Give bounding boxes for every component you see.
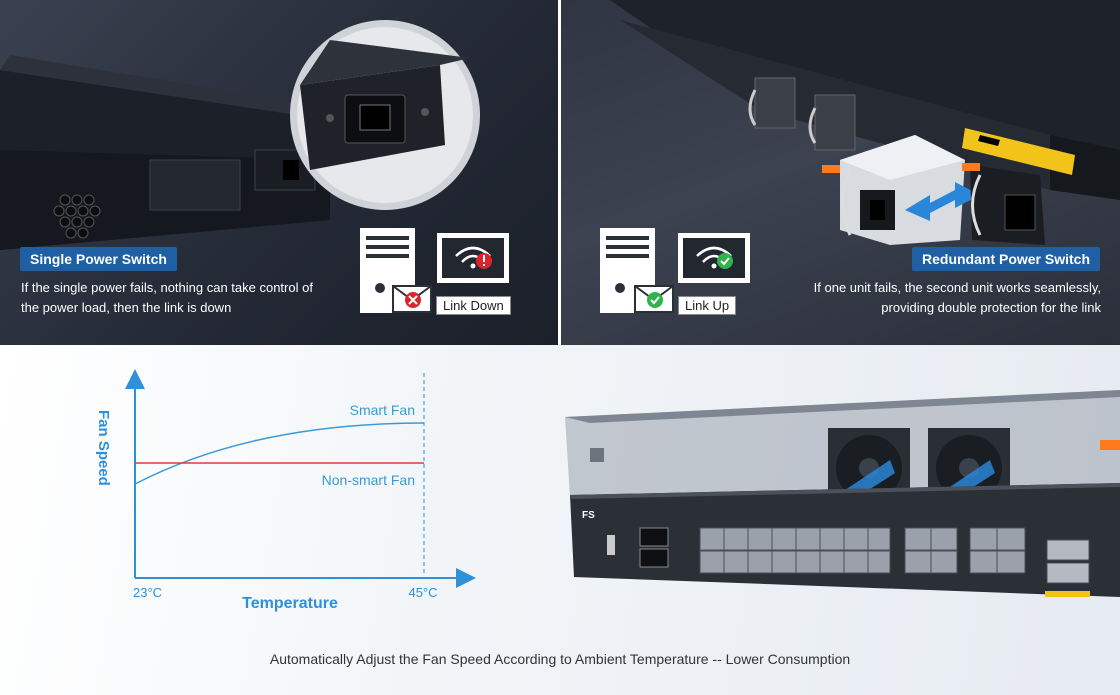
single-power-description-line1: If the single power fails, nothing can t… <box>21 280 313 295</box>
psu-module-installed <box>962 163 1045 245</box>
x-min-label: 23°C <box>133 585 162 600</box>
single-power-description: If the single power fails, nothing can t… <box>21 278 351 318</box>
swap-arrow-icon <box>905 182 980 221</box>
power-port-zoom <box>290 20 480 210</box>
single-power-description-line2: the power load, then the link is down <box>21 300 232 315</box>
fan-speed-panel: Fan Speed Temperature 23°C 45°C Smart Fa… <box>0 345 1120 695</box>
redundant-power-description-line2: providing double protection for the link <box>881 300 1101 315</box>
redundant-power-badge: Redundant Power Switch <box>912 247 1101 271</box>
monitor-wifi-ok-icon <box>678 233 750 283</box>
psu-module-2 <box>808 94 856 151</box>
panel-divider <box>558 0 561 345</box>
single-power-panel: Single Power Switch If the single power … <box>0 0 560 345</box>
redundant-switch-illustration <box>600 0 1120 313</box>
psu-module-1 <box>748 77 796 129</box>
redundant-power-description-line1: If one unit fails, the second unit works… <box>813 280 1101 295</box>
monitor-wifi-error-icon <box>437 233 509 283</box>
x-axis-label: Temperature <box>242 595 338 612</box>
non-smart-fan-label: Non-smart Fan <box>322 472 415 488</box>
y-axis-label: Fan Speed <box>95 410 112 486</box>
mail-error-icon <box>392 285 432 313</box>
single-switch-illustration <box>0 20 509 313</box>
mail-ok-icon <box>634 285 674 313</box>
redundant-power-description: If one unit fails, the second unit works… <box>741 278 1101 318</box>
x-max-label: 45°C <box>408 585 437 600</box>
fan-speed-chart: Fan Speed Temperature 23°C 45°C Smart Fa… <box>95 369 476 612</box>
fan-speed-caption: Automatically Adjust the Fan Speed Accor… <box>269 651 851 667</box>
sfp-port-block <box>699 527 1026 574</box>
smart-fan-curve <box>134 422 425 485</box>
warning-label-icon <box>962 128 1075 175</box>
link-up-label: Link Up <box>678 296 737 315</box>
redundant-power-panel: Redundant Power Switch If one unit fails… <box>560 0 1120 345</box>
link-down-label: Link Down <box>436 296 511 315</box>
single-power-badge: Single Power Switch <box>20 247 177 271</box>
smart-fan-label: Smart Fan <box>350 402 415 418</box>
psu-module-pulled <box>822 135 965 245</box>
brand-logo: FS <box>582 510 595 521</box>
vent-icon <box>53 194 101 239</box>
switch-device-illustration: FS <box>565 390 1120 597</box>
